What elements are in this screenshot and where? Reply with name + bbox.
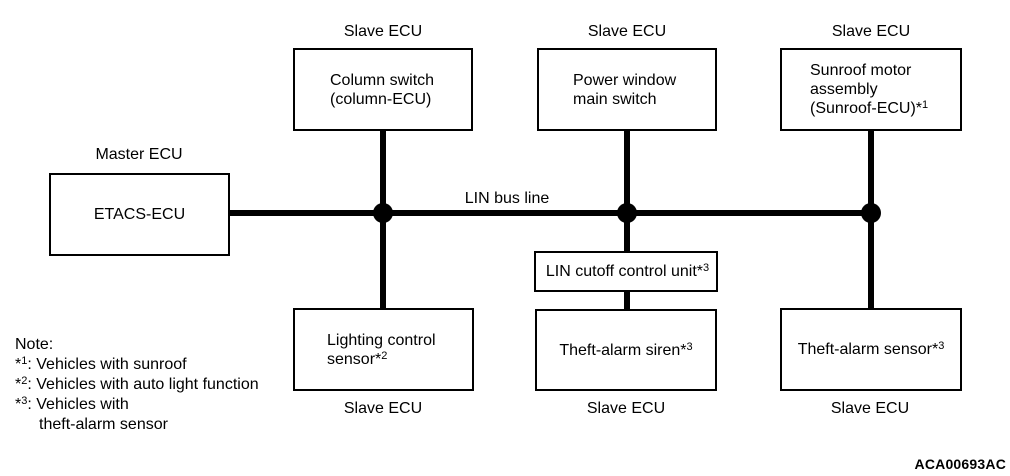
slave-ecu-label-bottom-2: Slave ECU xyxy=(586,400,666,417)
node-lighting-control-sensor: Lighting control sensor*2 xyxy=(293,308,474,391)
node-power-window-line2: main switch xyxy=(573,90,657,108)
node-sunroof-line1: Sunroof motor xyxy=(810,62,912,79)
note-item-3-continuation: theft-alarm sensor xyxy=(39,416,168,433)
node-theft-alarm-siren-label: Theft-alarm siren*3 xyxy=(559,340,693,359)
slave-ecu-label-top-1: Slave ECU xyxy=(343,23,423,40)
footnote-ref-3: 3 xyxy=(703,262,710,274)
note-item-3: *3: Vehicles with xyxy=(15,395,129,414)
node-column-switch-line1: Column switch xyxy=(330,71,435,89)
note-item-2: *2: Vehicles with auto light function xyxy=(15,375,259,394)
lin-bus-line-label: LIN bus line xyxy=(464,190,550,207)
node-power-window-main-switch: Power window main switch xyxy=(537,48,717,131)
lin-bus-line xyxy=(230,210,872,216)
node-theft-alarm-siren: Theft-alarm siren*3 xyxy=(535,309,717,391)
node-power-window-line1: Power window xyxy=(573,71,677,89)
slave-ecu-label-top-2: Slave ECU xyxy=(587,23,667,40)
node-lighting-line1: Lighting control xyxy=(327,331,436,349)
node-sunroof-motor-assembly: Sunroof motor assembly (Sunroof-ECU)*1 xyxy=(780,48,962,131)
node-etacs-ecu-label: ETACS-ECU xyxy=(93,206,186,223)
footnote-ref-3: 3 xyxy=(938,340,945,352)
node-column-switch: Column switch (column-ECU) xyxy=(293,48,473,131)
note-title: Note: xyxy=(15,336,54,353)
junction-dot-middle xyxy=(617,203,637,223)
slave-ecu-label-top-3: Slave ECU xyxy=(831,23,911,40)
master-ecu-label: Master ECU xyxy=(95,146,183,163)
note-block: Note: *1: Vehicles with sunroof *2: Vehi… xyxy=(15,335,259,435)
node-column-switch-line2: (column-ECU) xyxy=(330,90,432,108)
node-lin-cutoff-label: LIN cutoff control unit*3 xyxy=(545,262,710,281)
note-item-1: *1: Vehicles with sunroof xyxy=(15,355,187,374)
node-lighting-line2: sensor*2 xyxy=(327,349,388,368)
footnote-ref-1: 1 xyxy=(922,99,929,111)
figure-code: ACA00693AC xyxy=(914,456,1006,472)
node-theft-alarm-sensor-label: Theft-alarm sensor*3 xyxy=(797,340,945,359)
footnote-ref-2: 2 xyxy=(381,349,388,362)
node-lin-cutoff-control-unit: LIN cutoff control unit*3 xyxy=(534,251,718,292)
node-sunroof-line2: assembly xyxy=(810,81,878,98)
node-theft-alarm-sensor: Theft-alarm sensor*3 xyxy=(780,308,962,391)
connector-powerwindow-to-cutoff xyxy=(624,131,630,251)
slave-ecu-label-bottom-1: Slave ECU xyxy=(343,400,423,417)
junction-dot-right xyxy=(861,203,881,223)
junction-dot-left xyxy=(373,203,393,223)
slave-ecu-label-bottom-3: Slave ECU xyxy=(830,400,910,417)
connector-cutoff-to-siren xyxy=(624,292,630,309)
node-sunroof-line3: (Sunroof-ECU)*1 xyxy=(810,99,929,118)
node-etacs-ecu: ETACS-ECU xyxy=(49,173,230,256)
footnote-ref-3: 3 xyxy=(686,340,693,353)
